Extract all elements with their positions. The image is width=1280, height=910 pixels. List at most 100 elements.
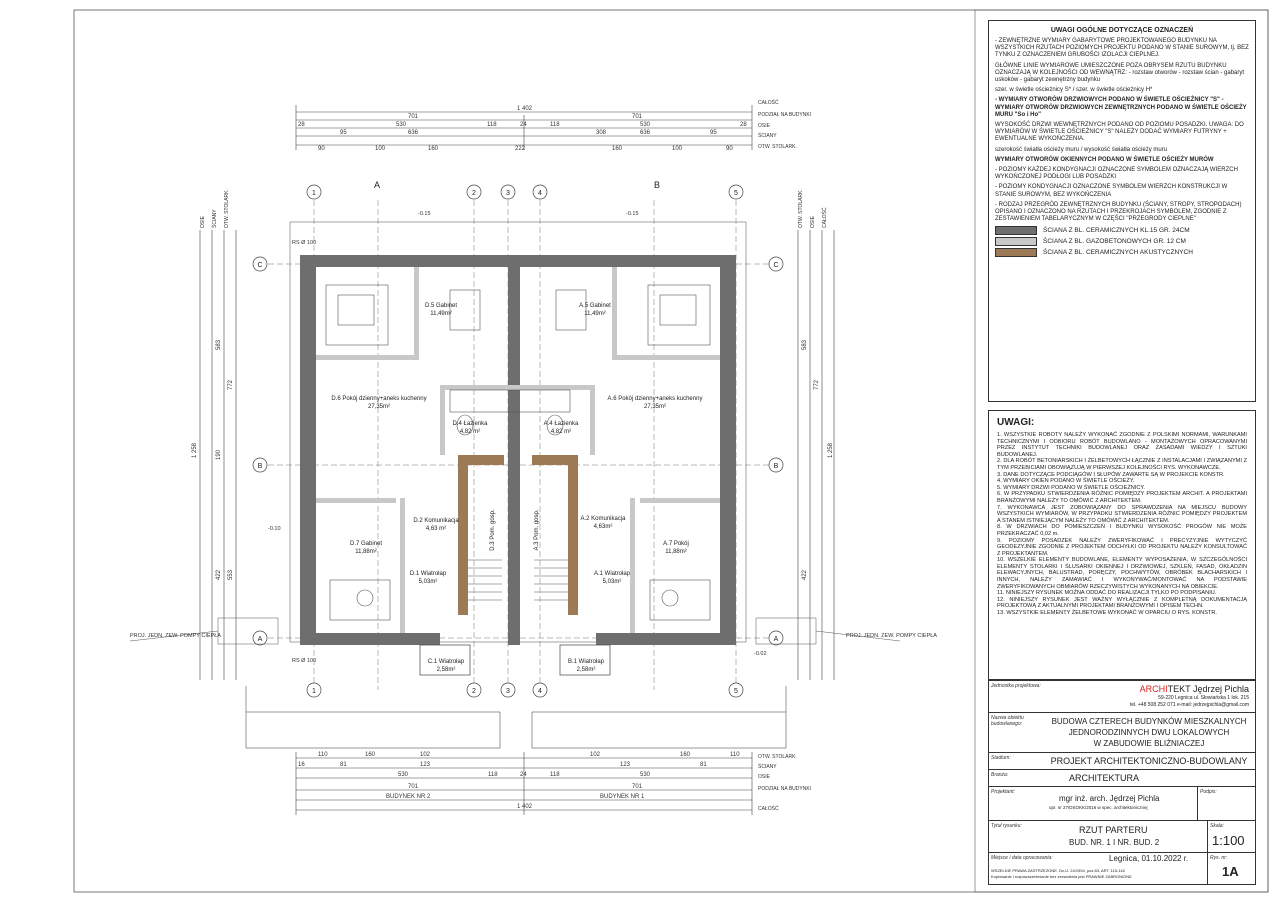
note-12: 12. NINIEJSZY RYSUNEK JEST WAŻNY WYŁĄCZN…: [997, 596, 1247, 610]
hatch-swatch-ceramic: [995, 226, 1037, 236]
side-value-r0: 583: [802, 339, 808, 350]
side-value-2: 190: [216, 449, 222, 460]
room-a5-area: 11,49m²: [584, 311, 606, 317]
room-a7-name: A.7 Pokój: [663, 541, 689, 547]
heat-pump-right: PROJ. JEDN. ZEW. POMPY CIEPŁA: [846, 633, 937, 639]
note-3: 3. DANE DOTYCZĄCE PODCIĄGÓW I SŁUPÓW ZAW…: [997, 471, 1225, 478]
side-label-r3: CAŁOŚĆ: [820, 207, 828, 228]
tb-scale: 1:100: [1212, 833, 1245, 848]
note-8: 8. W DRZWIACH DO POMIESZCZEŃ I BUDYNKU W…: [997, 524, 1247, 537]
side-total-right: 1 258: [828, 442, 834, 458]
top-osie-4: 118: [550, 122, 560, 128]
bottom-osie-4: 118: [550, 772, 560, 778]
half-width-bottom-left: 701: [408, 784, 419, 790]
top-sciany-1: 95: [340, 130, 347, 136]
tb-object-1: BUDOWA CZTERECH BUDYNKÓW MIESZKALNYCH: [1051, 717, 1247, 726]
hatch-swatch-acoustic: [995, 248, 1037, 258]
axis-num-1-bottom: 1: [312, 688, 316, 695]
building-label-1: BUDYNEK NR 1: [600, 794, 645, 800]
axis-num-4-bottom: 4: [538, 688, 542, 695]
top-osie-5: 530: [640, 122, 651, 128]
top-osie-3: 24: [520, 122, 527, 128]
room-a4-name: A.4 Łazienka: [544, 421, 579, 427]
bottom-dimension-labels: OTW. STOLARK. ŚCIANY OSIE PODZIAŁ NA BUD…: [758, 754, 811, 812]
room-a1-name: A.1 Wiatrołap: [594, 571, 631, 577]
notes-title: UWAGI:: [997, 417, 1035, 428]
half-width-top-right: 701: [632, 114, 643, 120]
top-sciany-7: 636: [640, 130, 651, 136]
room-a1-area: 5,03m²: [603, 579, 622, 585]
side-dimension-lines: [199, 230, 835, 680]
note-2: 2. DLA ROBÓT BETONIARSKICH I ŻELBETOWYCH…: [997, 458, 1247, 471]
top-osie-1: 530: [396, 122, 407, 128]
top-dim-label-0: CAŁOŚĆ: [758, 98, 779, 106]
hatch-swatch-aerated: [995, 237, 1037, 247]
side-total-left: 1 258: [192, 442, 198, 458]
tb-firm-addr: 59-220 Legnica ul. Słowiańska 1 lok. 215: [1158, 695, 1249, 701]
notes-box: UWAGI: 1. WSZYSTKIE ROBOTY NALEŻY WYKONA…: [988, 410, 1256, 680]
tb-object-3: W ZABUDOWIE BLIŹNIACZEJ: [1093, 739, 1205, 748]
axis-num-3-bottom: 3: [506, 688, 510, 695]
bottom-dim-label-0: OTW. STOLARK.: [758, 754, 797, 760]
top-sciany-5: 308: [596, 130, 607, 136]
tb-row-branch: Branża: ARCHITEKTURA: [989, 770, 1255, 787]
side-label-2: OTW. STOLARK.: [224, 189, 230, 228]
tb-sign-label: Podpis:: [1200, 789, 1217, 795]
bottom-dim-label-4: CAŁOŚĆ: [758, 804, 779, 812]
bottom-stolarka-0: 110: [318, 752, 328, 758]
bottom-dim-label-2: OSIE: [758, 774, 771, 780]
tb-sheet-cell: Rys. nr: 1A: [1207, 853, 1258, 884]
top-stolarka-3: 222: [515, 146, 526, 152]
level-mark-1: -0.15: [626, 211, 639, 217]
top-dimension-text: 1 402 701 701 28 530 118 24 118 530 28 9…: [298, 106, 747, 152]
room-d5-name: D.5 Gabinet: [425, 303, 457, 309]
side-label-r0: OSIE: [810, 215, 816, 228]
note-5: 5. WYMIARY DRZWI PODANO W ŚWIETLE OŚCIEŻ…: [997, 484, 1145, 491]
tb-object-2: JEDNORODZINNYCH DWU LOKALOWYCH: [1068, 728, 1230, 737]
bottom-osie-2: 118: [488, 772, 498, 778]
bottom-osie-3: 24: [520, 772, 527, 778]
top-sciany-2: 636: [408, 130, 419, 136]
tb-designer-sub: upr. nr 27/DSOKK/2016 w spec. architekto…: [1049, 805, 1148, 810]
level-mark-4: RS Ø 100: [292, 240, 316, 246]
bottom-sciany-6: 123: [620, 762, 631, 768]
heat-pump-notes: PROJ. JEDN. ZEW. POMPY CIEPŁA PROJ. JEDN…: [129, 617, 937, 645]
heat-pump-left: PROJ. JEDN. ZEW. POMPY CIEPŁA: [130, 633, 221, 639]
room-d6-area: 27,35m²: [368, 404, 390, 410]
side-value-r3: 422: [802, 569, 808, 580]
top-dim-label-2: OSIE: [758, 123, 771, 129]
side-value-4: 553: [228, 569, 234, 580]
side-value-3: 422: [216, 569, 222, 580]
bottom-stolarka-3: 102: [590, 752, 601, 758]
level-marks: -0.15 -0.15 -0.10 -0.02 RS Ø 100 RS Ø 10…: [268, 211, 767, 664]
hatch-row-ceramic: ŚCIANA Z BL. CERAMICZNYCH KL.15 GR. 24CM: [995, 226, 1249, 236]
tb-unit-label: Jednostka projektowa:: [991, 683, 1041, 689]
top-stolarka-1: 100: [375, 146, 386, 152]
side-value-1: 772: [228, 379, 234, 390]
axis-letter-b-left: B: [258, 463, 263, 470]
axis-letter-a-left: A: [258, 636, 263, 643]
tb-row-drawing: Tytuł rysunku: RZUT PARTERU BUD. NR. 1 I…: [989, 821, 1255, 853]
bottom-stolarka-4: 160: [680, 752, 691, 758]
room-d7-area: 11,88m²: [355, 549, 377, 555]
tb-firm-red: ARCHI: [1139, 684, 1168, 694]
axis-num-4-top: 4: [538, 190, 542, 197]
tb-sign-cell: Podpis:: [1197, 787, 1258, 821]
room-d3-name: D.3 Pom. gosp.: [490, 509, 496, 551]
note-10: 10. WSZELKIE ELEMENTY BUDOWLANE, ELEMENT…: [997, 557, 1247, 590]
room-a3-name: A.3 Pom. gosp.: [534, 509, 540, 550]
section-mark-b-top: B: [654, 180, 660, 190]
tb-place-label: Miejsce i data opracowania:: [991, 855, 1053, 861]
axis-bubble-text: 1 2 3 4 5 1 2 3 4 5 C B A C B A: [257, 190, 778, 695]
level-mark-5: RS Ø 100: [292, 658, 316, 664]
note-7: 7. WYKONAWCA JEST ZOBOWIĄZANY DO SPRAWDZ…: [997, 504, 1247, 524]
axis-num-2-bottom: 2: [472, 688, 476, 695]
top-dim-label-3: ŚCIANY: [758, 131, 777, 139]
tb-row-object: Nazwa obiektu budowlanego: BUDOWA CZTERE…: [989, 713, 1255, 753]
axis-letter-c-right: C: [773, 262, 778, 269]
top-osie-6: 28: [740, 122, 747, 128]
top-stolarka-6: 90: [726, 146, 733, 152]
note-4: 4. WYMIARY OKIEN PODANO W ŚWIETLE OŚCIEŻ…: [997, 478, 1135, 485]
top-dim-label-1: PODZIAŁ NA BUDYNKI: [758, 112, 811, 118]
